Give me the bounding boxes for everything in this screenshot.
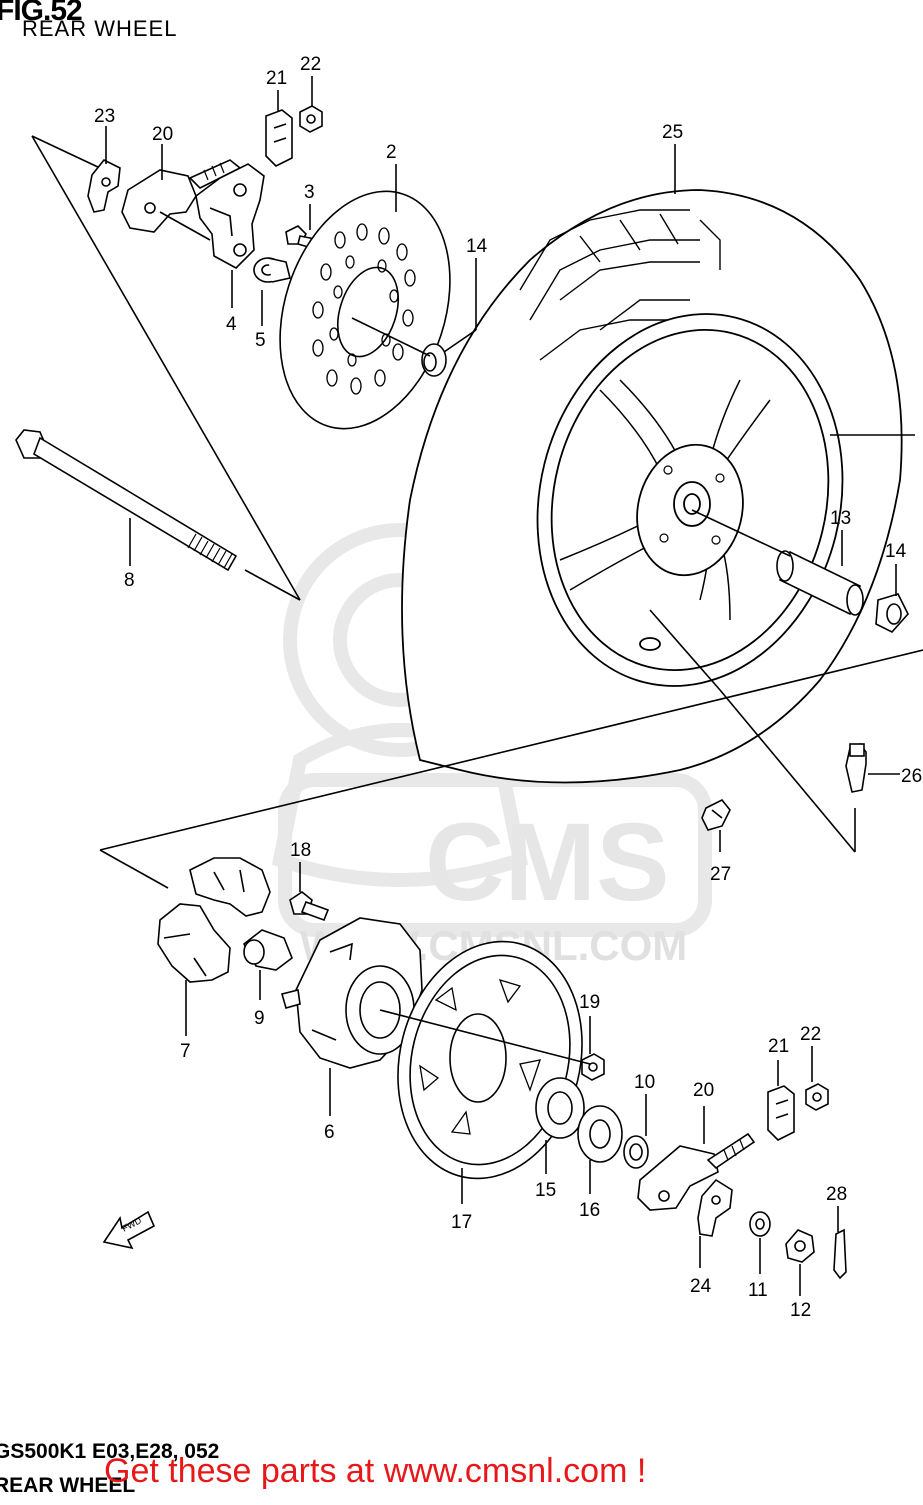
part-13-wheel-spacer[interactable]	[776, 550, 864, 616]
part-9-drum-retainer[interactable]	[242, 929, 293, 971]
label-part-4: 4	[226, 314, 237, 335]
label-part-28: 28	[826, 1184, 847, 1205]
label-part-10: 10	[634, 1072, 655, 1093]
part-20-chain-adjuster-top[interactable]	[121, 159, 242, 241]
part-14-dust-seal-left[interactable]	[421, 343, 447, 377]
label-part-16: 16	[579, 1200, 600, 1221]
part-14-dust-seal-right[interactable]	[875, 593, 909, 633]
part-26-valve[interactable]	[845, 743, 867, 793]
part-16-dust-seal[interactable]	[577, 1105, 623, 1163]
part-25-tire[interactable]	[401, 189, 903, 784]
part-8-axle[interactable]	[15, 429, 238, 572]
part-5-washer[interactable]	[253, 257, 291, 283]
leader-lines	[99, 76, 923, 889]
label-part-24: 24	[690, 1276, 712, 1297]
part-11-washer[interactable]	[749, 1211, 771, 1237]
figure-number: FIG.52	[0, 0, 83, 27]
part-4-caliper-bracket[interactable]	[195, 163, 265, 269]
label-part-2: 2	[386, 142, 397, 163]
part-19-sprocket-nut[interactable]	[581, 1053, 605, 1081]
part-23-adjuster-plate[interactable]	[87, 158, 121, 213]
fwd-arrow-icon: FWD	[102, 1210, 156, 1250]
part-20-chain-adjuster-bottom[interactable]	[637, 1132, 756, 1211]
part-18-sprocket-bolt[interactable]	[289, 891, 330, 922]
label-part-9: 9	[254, 1008, 265, 1029]
part-17-rear-sprocket[interactable]	[374, 922, 607, 1198]
label-part-20-top: 20	[152, 124, 173, 145]
label-part-14-right: 14	[885, 541, 907, 562]
part-21-adjuster-stopper-top[interactable]	[265, 109, 293, 167]
part-15-bearing[interactable]	[535, 1077, 585, 1139]
part-6-sprocket-drum[interactable]	[281, 917, 423, 1069]
label-part-11: 11	[748, 1280, 768, 1301]
label-part-14-left: 14	[466, 236, 488, 257]
label-part-5: 5	[255, 330, 266, 351]
label-part-18: 18	[290, 840, 311, 861]
footer-section-name: REAR WHEEL	[0, 1474, 136, 1497]
label-part-8: 8	[124, 570, 135, 591]
part-10-axle-spacer[interactable]	[623, 1135, 649, 1169]
label-part-21-bottom: 21	[768, 1036, 789, 1057]
label-part-20-bottom: 20	[693, 1080, 714, 1101]
leader-lines-lower	[185, 830, 839, 1296]
part-27-balancer-weight[interactable]	[701, 798, 731, 831]
label-part-23: 23	[94, 106, 115, 127]
label-part-22-bottom: 22	[800, 1024, 821, 1045]
part-7-wheel-damper[interactable]	[157, 857, 271, 983]
label-part-27: 27	[710, 864, 731, 885]
label-part-17: 17	[451, 1212, 472, 1233]
label-part-26: 26	[901, 766, 922, 787]
part-22-nut-bottom[interactable]	[805, 1083, 829, 1111]
footer-model-code: GS500K1 E03,E28, 052	[0, 1440, 220, 1463]
part-12-axle-nut[interactable]	[785, 1229, 815, 1263]
label-part-7: 7	[180, 1041, 191, 1062]
label-part-25: 25	[662, 122, 683, 143]
watermark-brand: CMS	[425, 801, 669, 924]
part-2-brake-disc[interactable]	[251, 169, 479, 451]
part-24-adjuster-plate[interactable]	[697, 1178, 733, 1237]
part-22-nut-top[interactable]	[299, 105, 323, 133]
label-part-12: 12	[790, 1300, 811, 1321]
label-part-3: 3	[304, 182, 315, 203]
guide-triangle-left	[31, 135, 301, 601]
label-part-22-top: 22	[300, 54, 321, 75]
part-28-cotter-pin[interactable]	[833, 1228, 847, 1280]
part-labels: 2 3 4 5 6 7 8 9 10 11 12 13 14 14 15 16 …	[94, 54, 922, 1321]
label-part-13: 13	[830, 508, 851, 529]
label-part-21-top: 21	[266, 68, 287, 89]
label-part-6: 6	[324, 1122, 335, 1143]
label-part-15: 15	[535, 1180, 556, 1201]
promo-link[interactable]: Get these parts at www.cmsnl.com !	[104, 1452, 647, 1490]
part-21-adjuster-stopper-bottom[interactable]	[767, 1085, 795, 1141]
label-part-19: 19	[579, 992, 600, 1013]
figure-subtitle: REAR WHEEL	[22, 16, 178, 41]
